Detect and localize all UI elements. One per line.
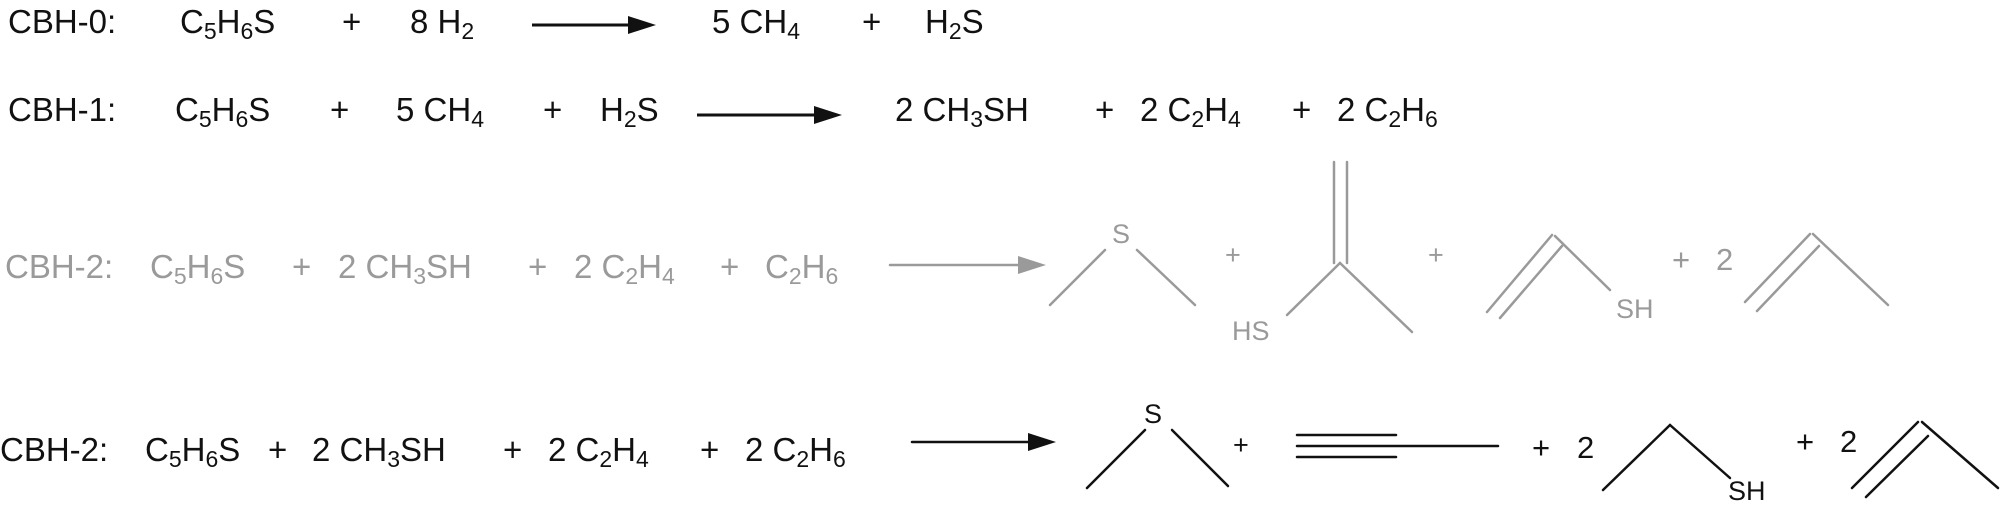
plus-sign: + xyxy=(1672,242,1690,277)
reactant-h2s-formula: H2S xyxy=(600,91,659,132)
plus-sign: + xyxy=(292,248,312,285)
plus-sign: + xyxy=(1225,240,1241,270)
plus-sign: + xyxy=(1233,430,1249,460)
plus-sign: + xyxy=(1796,424,1814,459)
reactant-hydrogen-formula: 8 H2 xyxy=(410,3,475,44)
reactant-ethane-formula: 2 C2H6 xyxy=(745,431,846,472)
product-ethylene-formula: 2 C2H4 xyxy=(1140,91,1241,132)
sh-group-label: SH xyxy=(1616,294,1654,324)
product-methanethiol-formula: 2 CH3SH xyxy=(895,91,1029,132)
reactant-thiophene-formula: C5H6S xyxy=(180,3,276,44)
propene-thiol-structure xyxy=(1285,160,1414,334)
propene-structure xyxy=(1743,232,1890,313)
plus-sign: + xyxy=(268,431,288,468)
sulfur-atom-label: S xyxy=(1112,219,1130,249)
hs-group-label: HS xyxy=(1232,316,1270,346)
reactant-thiophene-formula: C5H6S xyxy=(150,248,246,289)
plus-sign: + xyxy=(330,91,350,128)
reactant-methanethiol-formula: 2 CH3SH xyxy=(312,431,446,472)
arrow-head xyxy=(1018,256,1046,274)
plus-sign: + xyxy=(1095,91,1115,128)
vinyl-thiol-structure xyxy=(1485,233,1612,320)
product-h2s-formula: H2S xyxy=(925,3,984,44)
reactant-methane-formula: 5 CH4 xyxy=(396,91,484,132)
propene-structure xyxy=(1850,420,2000,499)
product-methane-formula: 5 CH4 xyxy=(712,3,800,44)
plus-sign: + xyxy=(503,431,523,468)
plus-sign: + xyxy=(1428,240,1444,270)
propyne-structure xyxy=(1295,433,1500,459)
product-ethane-formula: 2 C2H6 xyxy=(1337,91,1438,132)
reactant-thiophene-formula: C5H6S xyxy=(145,431,241,472)
reactant-methanethiol-formula: 2 CH3SH xyxy=(338,248,472,289)
coefficient: 2 xyxy=(1577,430,1594,465)
dimethyl-sulfide-structure xyxy=(1048,248,1197,307)
plus-sign: + xyxy=(1532,430,1550,465)
reactant-thiophene-formula: C5H6S xyxy=(175,91,271,132)
row-label: CBH-2: xyxy=(5,248,114,285)
ethanethiol-structure xyxy=(1601,423,1732,492)
sh-group-label: SH xyxy=(1728,476,1766,506)
reactant-ethylene-formula: 2 C2H4 xyxy=(574,248,675,289)
row-label: CBH-1: xyxy=(8,91,117,128)
plus-sign: + xyxy=(700,431,720,468)
sulfur-atom-label: S xyxy=(1144,399,1162,429)
arrow-head xyxy=(1028,433,1056,451)
plus-sign: + xyxy=(543,91,563,128)
plus-sign: + xyxy=(862,3,882,40)
dimethyl-sulfide-structure xyxy=(1085,428,1230,490)
row-label: CBH-2: xyxy=(0,431,109,468)
plus-sign: + xyxy=(1292,91,1312,128)
reactant-ethylene-formula: 2 C2H4 xyxy=(548,431,649,472)
reactant-ethane-formula: C2H6 xyxy=(765,248,839,289)
plus-sign: + xyxy=(720,248,740,285)
coefficient: 2 xyxy=(1716,242,1733,277)
row-label: CBH-0: xyxy=(8,3,117,40)
plus-sign: + xyxy=(342,3,362,40)
plus-sign: + xyxy=(528,248,548,285)
coefficient: 2 xyxy=(1840,424,1857,459)
